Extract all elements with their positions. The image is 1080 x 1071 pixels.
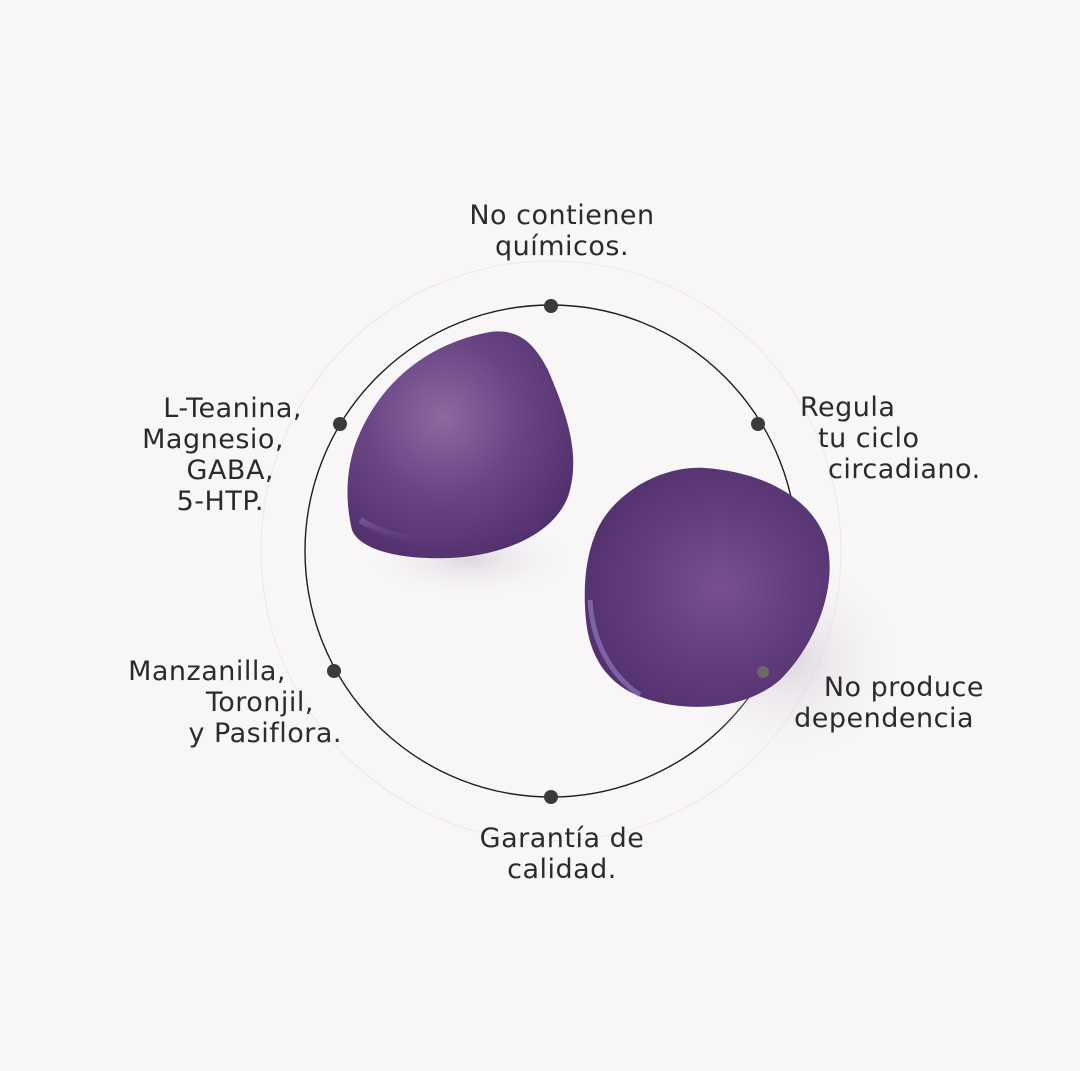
benefit-line: Magnesio, [142,424,284,455]
benefit-line: No produce [823,672,984,703]
benefit-line: y Pasiflora. [188,718,342,749]
benefit-line: No contienen [469,200,655,231]
benefit-line: Regula [800,392,896,423]
circle-dot-icon [751,417,765,431]
purple-gummy-icon [584,467,830,707]
benefit-line: 5-HTP. [176,486,264,517]
benefit-line: Toronjil, [205,687,314,718]
circle-dot-icon [757,666,769,678]
benefit-label-top-left: L-Teanina, Magnesio, GABA, 5-HTP. [100,393,302,517]
benefit-line: L-Teanina, [163,393,302,424]
circle-dot-icon [333,417,347,431]
benefit-label-top-right: Regula tu ciclo circadiano. [800,392,1040,485]
benefit-line: tu ciclo [818,423,920,454]
benefit-label-top: No contienen químicos. [440,200,684,262]
ring-dots [327,299,769,804]
outer-faint-ring [260,260,842,842]
benefit-label-bottom-right: No produce dependencia [760,672,984,734]
benefit-line: Manzanilla, [128,656,286,687]
circle-dot-icon [327,664,341,678]
circle-dot-icon [544,790,558,804]
benefit-line: GABA, [186,455,274,486]
benefit-line: calidad. [507,854,617,885]
benefit-line: dependencia [794,703,974,734]
benefit-line: circadiano. [828,454,981,485]
benefit-line: químicos. [494,231,630,262]
benefit-label-bottom: Garantía de calidad. [440,823,684,885]
purple-gummy-icon [347,331,574,559]
benefit-line: Garantía de [479,823,645,854]
benefit-label-bottom-left: Manzanilla, Toronjil, y Pasiflora. [90,656,342,749]
circle-dot-icon [544,299,558,313]
